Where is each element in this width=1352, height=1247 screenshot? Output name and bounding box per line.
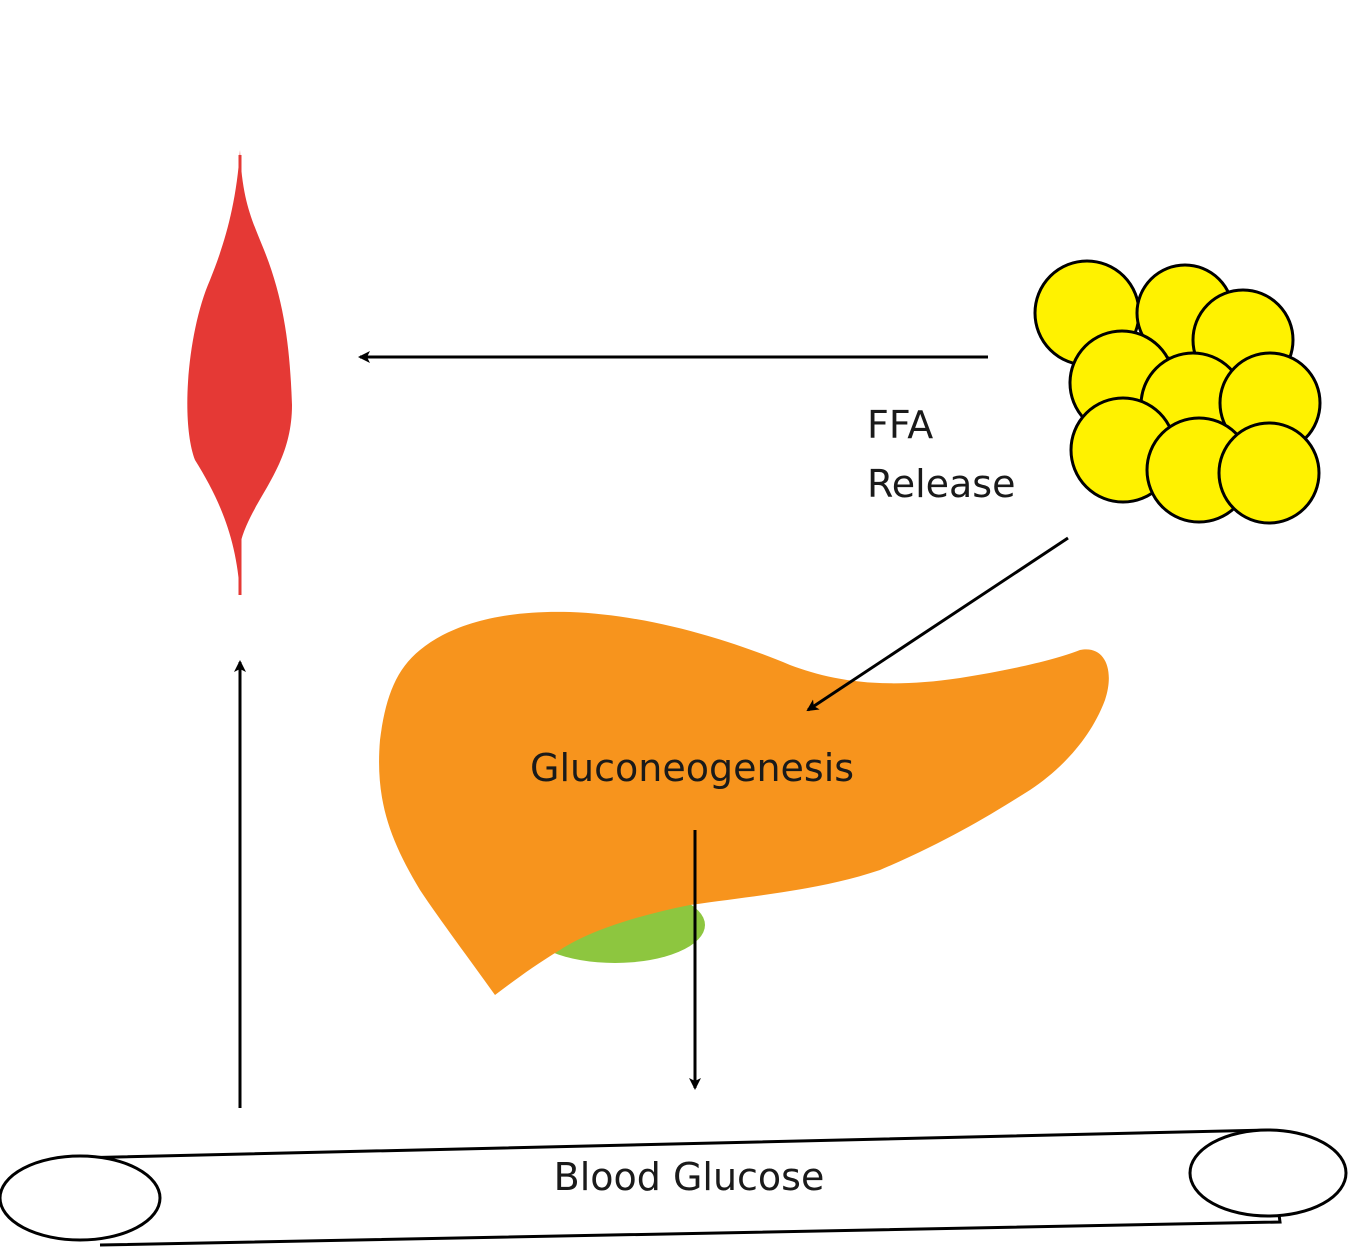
release-label: Release — [867, 462, 1016, 506]
liver-icon — [379, 611, 1109, 995]
ffa-label: FFA — [867, 403, 934, 447]
fat-cells-icon — [1033, 259, 1322, 525]
muscle-icon — [187, 150, 292, 595]
blood-glucose-label: Blood Glucose — [553, 1155, 825, 1199]
gluconeogenesis-label: Gluconeogenesis — [530, 746, 855, 790]
arrow-ffa-to-liver — [806, 536, 1069, 712]
blood-vessel-icon — [0, 1128, 1348, 1247]
